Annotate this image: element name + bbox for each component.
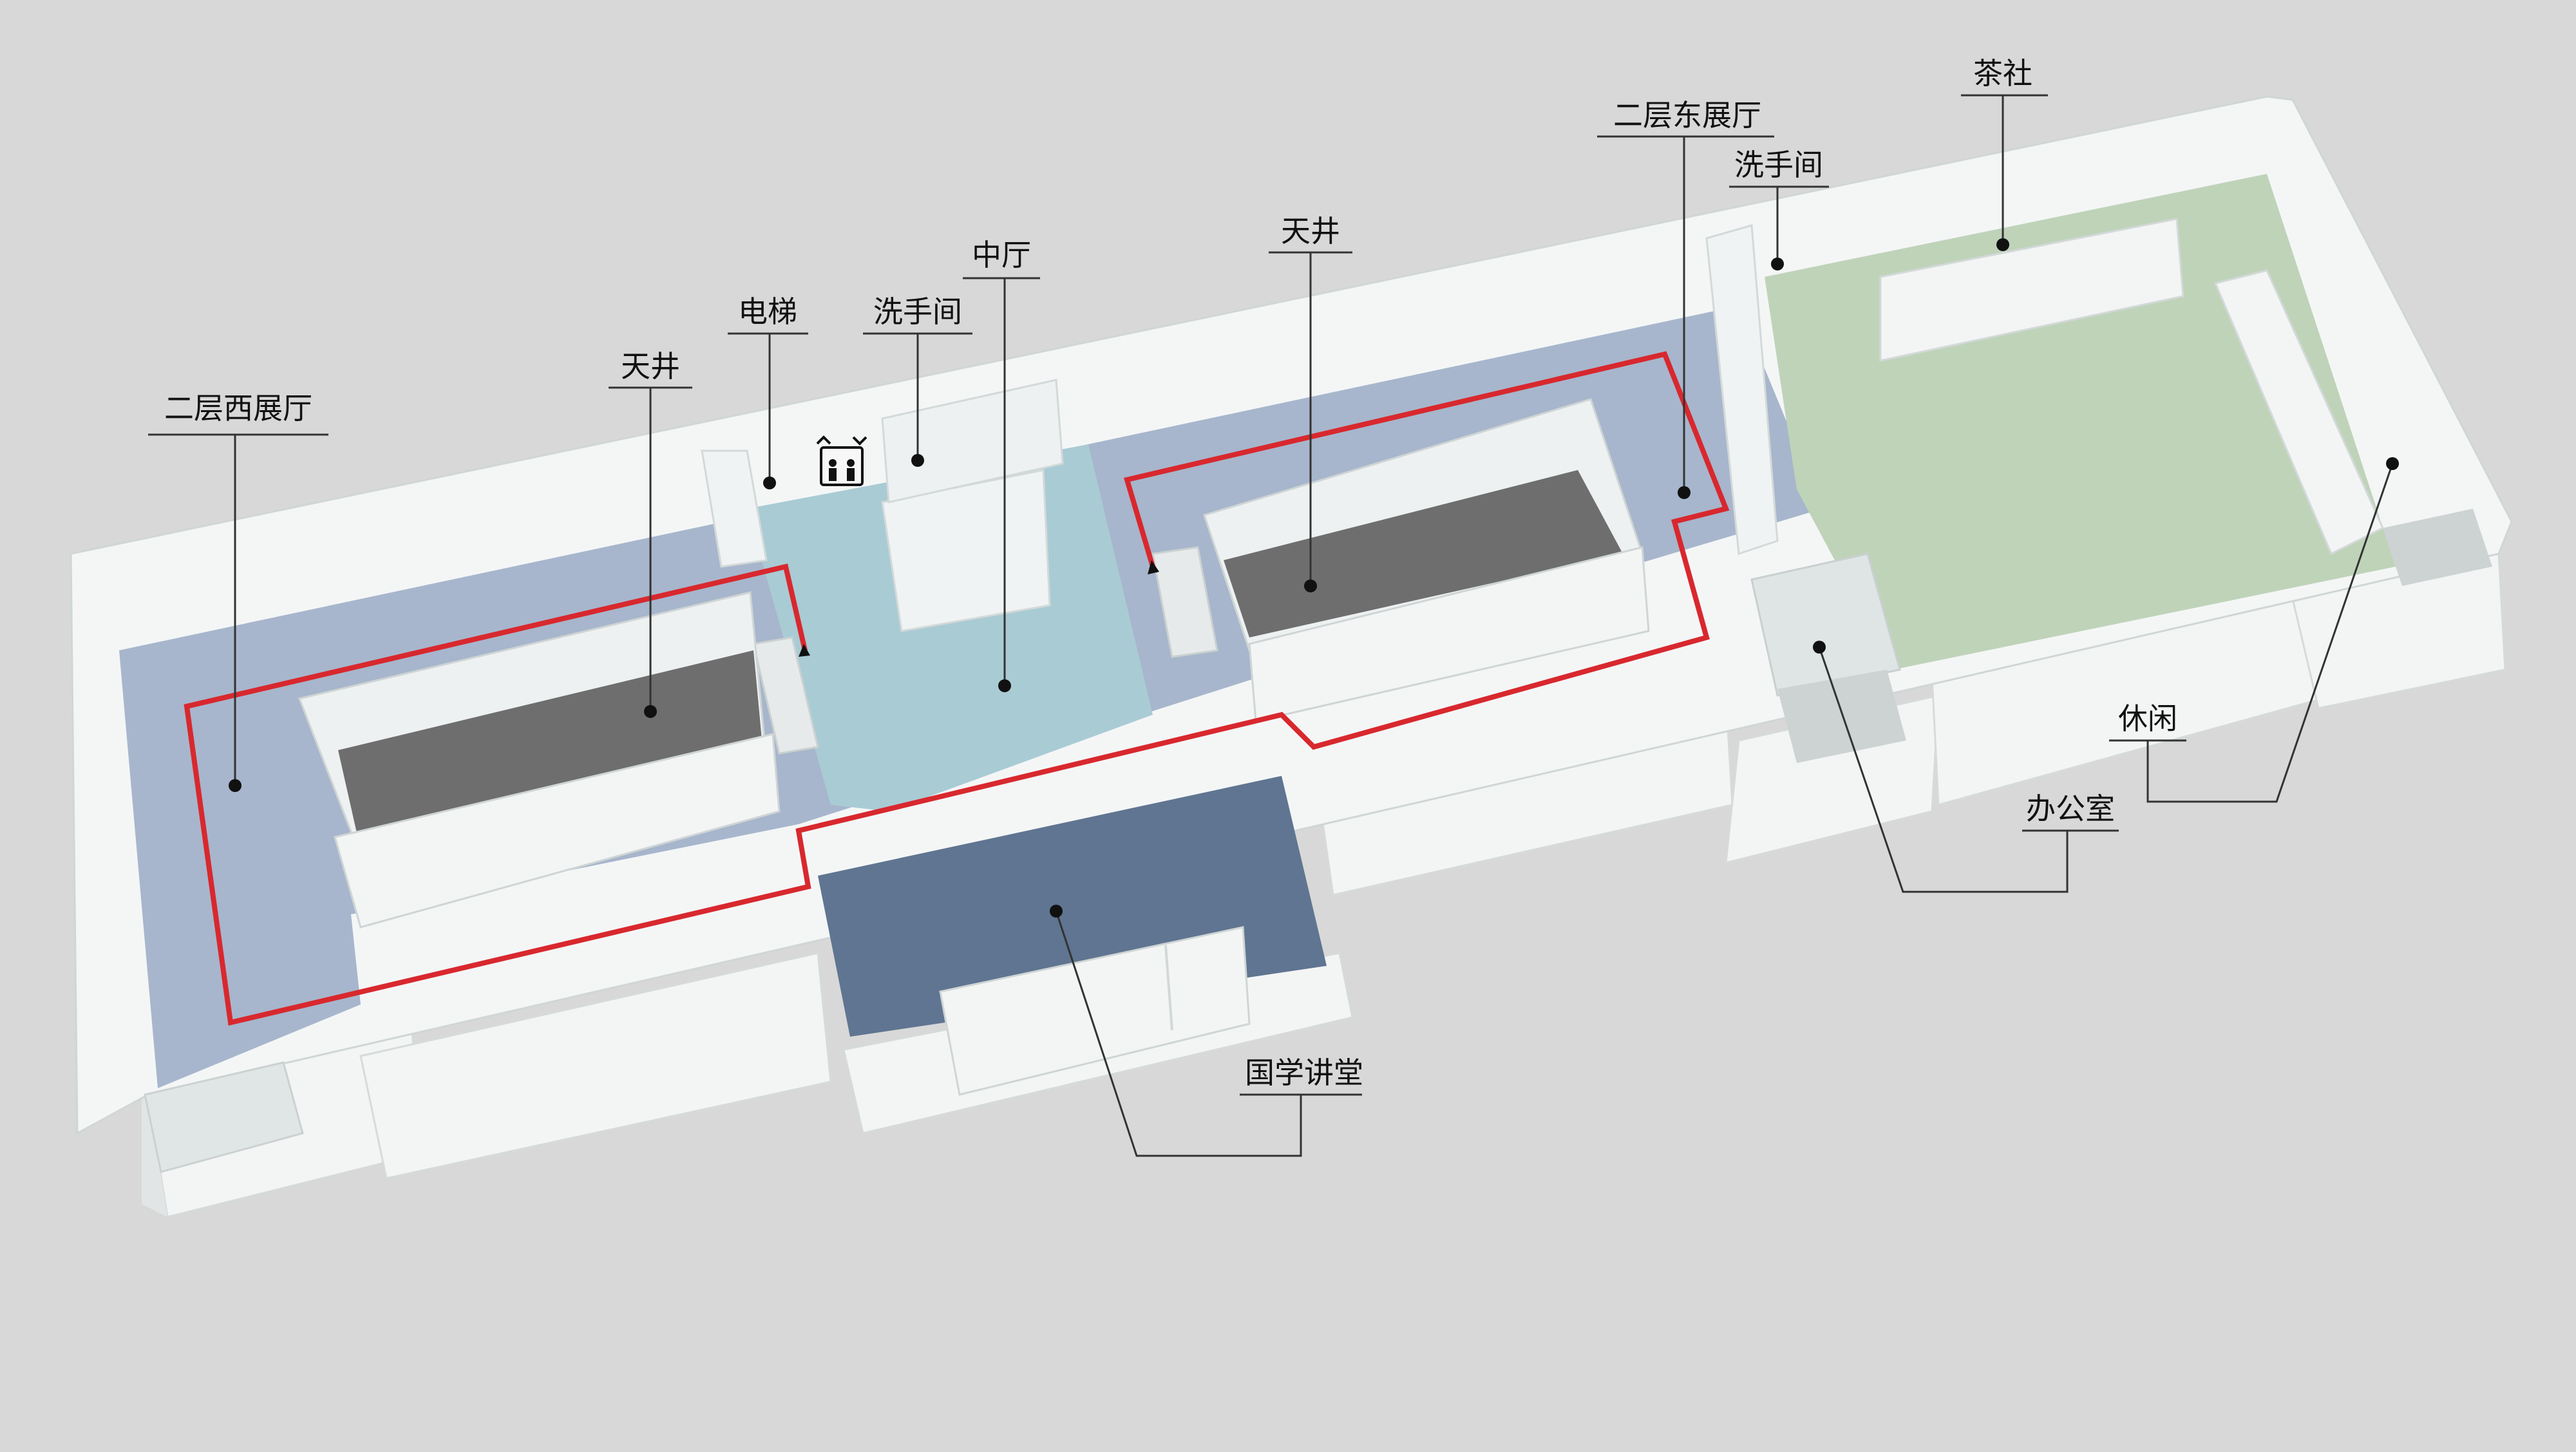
label-east-hall: 二层东展厅 (1613, 98, 1761, 133)
dot-restroom-center (911, 454, 924, 467)
leader-restroom-east (1729, 185, 1829, 264)
label-central-hall: 中厅 (972, 238, 1031, 272)
west-stair (144, 1061, 304, 1173)
leader-restroom-center (863, 332, 972, 460)
leader-elevator (728, 332, 808, 483)
dot-atrium-west (644, 705, 657, 718)
route-arrow-icon (1148, 560, 1159, 574)
label-atrium-west: 天井 (621, 349, 680, 384)
label-restroom-center: 洗手间 (873, 294, 962, 329)
label-office: 办公室 (2026, 791, 2115, 826)
label-atrium-east: 天井 (1281, 214, 1340, 249)
label-lecture-hall: 国学讲堂 (1245, 1055, 1363, 1090)
label-restroom-east: 洗手间 (1734, 147, 1823, 182)
label-west-hall: 二层西展厅 (164, 391, 312, 426)
facade-west-side (142, 1095, 167, 1217)
atrium-west-front (334, 733, 781, 929)
visitor-route (184, 351, 1730, 1026)
mid-stair-west (752, 636, 819, 755)
dot-atrium-east (1304, 580, 1317, 592)
atrium-east-void (1224, 470, 1623, 637)
facade-mid (359, 952, 832, 1180)
office-floor (1750, 552, 1901, 697)
dot-office (1813, 641, 1826, 654)
dot-restroom-east (1771, 258, 1784, 270)
office-stair (1777, 670, 1906, 763)
leader-leisure (2109, 463, 2394, 803)
leader-tea-house (1961, 94, 2048, 245)
dot-central-hall (998, 679, 1011, 692)
inner-wall-east (1705, 224, 1779, 556)
lecture-front-wall (939, 926, 1251, 1096)
lecture-door (1164, 945, 1173, 1031)
leader-atrium-east (1269, 251, 1352, 586)
atrium-east-front (1248, 546, 1650, 722)
label-tea-house: 茶社 (1973, 56, 2032, 91)
route-arrow-icon (799, 644, 810, 657)
leader-lecture-hall (1055, 910, 1362, 1157)
leader-west-hall (148, 433, 328, 786)
leader-east-hall (1597, 135, 1774, 493)
label-elevator: 电梯 (738, 294, 797, 329)
leader-atrium-west (609, 386, 692, 712)
callouts (148, 94, 2394, 1157)
labels: 二层西展厅 天井 电梯 洗手间 中厅 天井 二层东展厅 洗手间 茶社 休闲 办公… (164, 56, 2177, 1090)
inner-wall-restroom (881, 379, 1064, 504)
callout-dots (229, 238, 2399, 918)
tea-partition-1 (1879, 218, 2184, 362)
central-hall-floor (747, 444, 1153, 811)
leader-office (1818, 646, 2119, 893)
dot-lecture-hall (1050, 905, 1063, 918)
dot-tea-house (1996, 238, 2009, 251)
building (70, 95, 2513, 1218)
leader-central-hall (963, 277, 1040, 686)
elevator-icon (816, 435, 867, 486)
dot-elevator (763, 476, 776, 489)
inner-wall-west (701, 449, 768, 568)
dot-west-hall (229, 779, 242, 792)
label-leisure: 休闲 (2118, 701, 2177, 736)
dot-leisure (2386, 457, 2399, 470)
tea-stair (2383, 509, 2492, 586)
route-west (184, 351, 1730, 1026)
mid-stair-east (1151, 546, 1218, 658)
atrium-west-void (338, 650, 763, 850)
dot-east-hall (1678, 486, 1690, 499)
